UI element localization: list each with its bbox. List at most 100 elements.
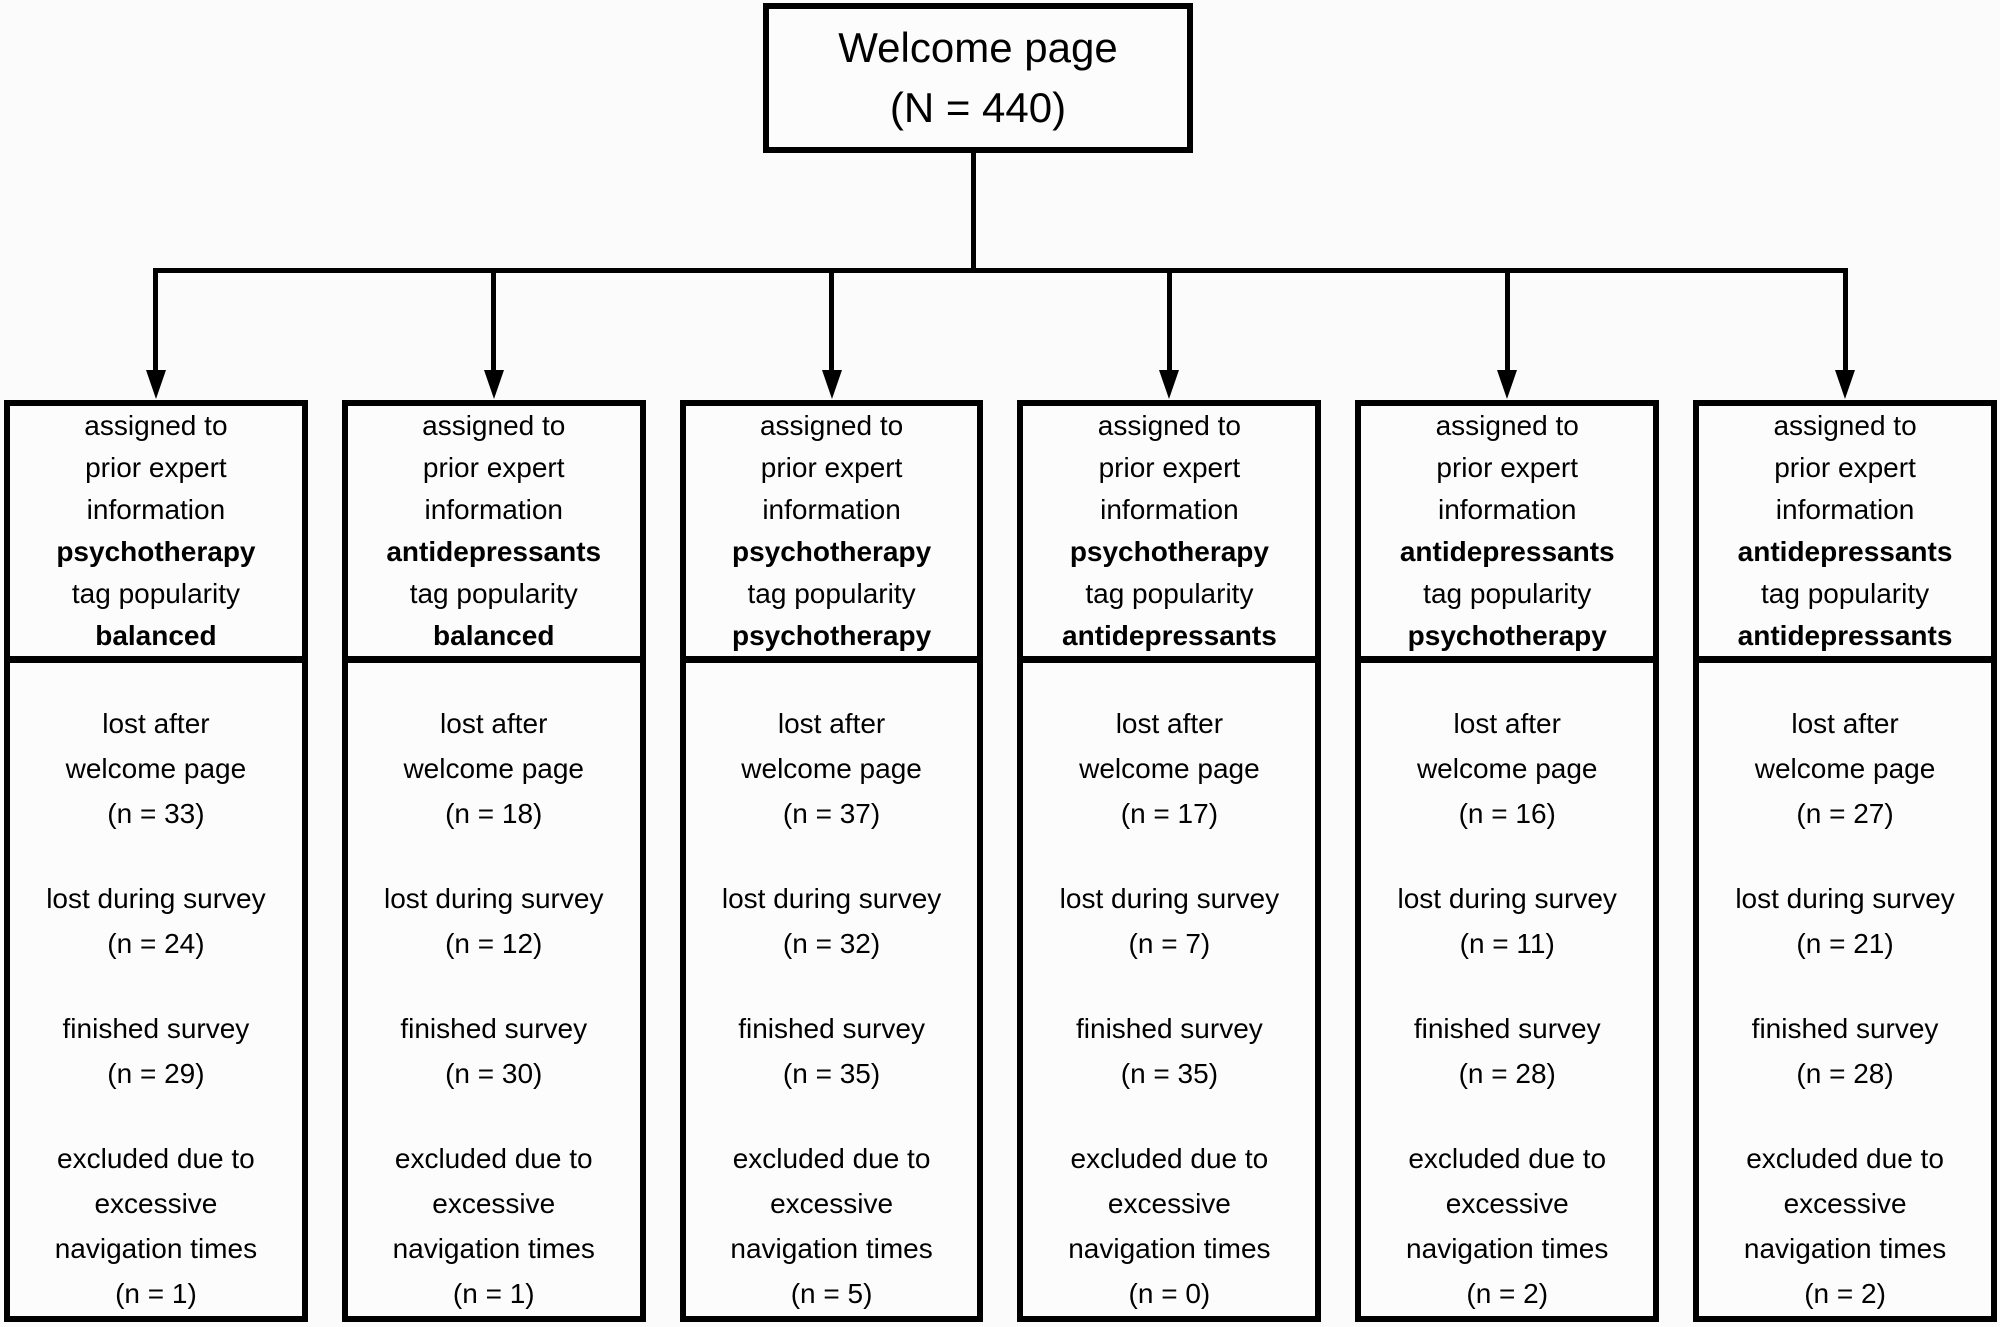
outcome-group: lost during survey (n = 24)	[10, 876, 302, 966]
outcome-group: lost during survey(n = 7)	[1023, 876, 1315, 966]
outcome-group: finished survey(n = 28)	[1361, 1006, 1653, 1096]
assignment-line: prior expert	[85, 452, 227, 483]
outcome-label-line: lost during survey	[46, 883, 266, 914]
outcome-label-line: finished survey	[1751, 1013, 1939, 1044]
branch-drop-line	[153, 268, 159, 372]
outcome-label-line: excessive	[94, 1188, 218, 1219]
outcome-label-line: finished survey	[1076, 1013, 1263, 1044]
outcome-count: (n = 0)	[1128, 1278, 1211, 1309]
tag-popularity-value: balanced	[95, 620, 217, 651]
outcome-label-line: finished survey	[738, 1013, 925, 1044]
welcome-count: (N = 440)	[889, 84, 1067, 131]
branch-drop-line	[829, 268, 835, 372]
outcome-label-line: excluded due to	[1746, 1143, 1944, 1174]
assignment-line: information	[86, 494, 226, 525]
branch-drop-line	[1842, 268, 1848, 372]
outcome-label-line: lost during survey	[1397, 883, 1617, 914]
outcome-count: (n = 24)	[107, 928, 205, 959]
outcome-count: (n = 28)	[1796, 1058, 1894, 1089]
assignment-line: assigned to	[1435, 410, 1579, 441]
arrow-down-icon	[483, 370, 504, 399]
outcome-count: (n = 2)	[1804, 1278, 1886, 1309]
outcome-label-line: finished survey	[1413, 1013, 1601, 1044]
assignment-line: information	[1437, 494, 1577, 525]
outcome-count: (n = 11)	[1459, 928, 1555, 959]
assignment-line: information	[762, 494, 901, 525]
outcome-group: finished survey (n = 28)	[1699, 1006, 1991, 1096]
outcome-label-line: navigation times	[392, 1233, 595, 1264]
outcome-label-line: excessive	[1445, 1188, 1569, 1219]
welcome-title: Welcome page	[838, 24, 1118, 71]
outcome-label-line: excluded due to	[394, 1143, 593, 1174]
outcome-label-line: excluded due to	[732, 1143, 931, 1174]
outcome-count: (n = 2)	[1466, 1278, 1549, 1309]
outcome-label-line: lost after	[1791, 708, 1899, 739]
branch-line	[153, 268, 1848, 273]
outcome-label-line: lost during survey	[1735, 883, 1955, 914]
tag-popularity-label: tag popularity	[1761, 578, 1930, 609]
expert-information-value: antidepressants	[1399, 536, 1615, 567]
outcome-count: (n = 7)	[1128, 928, 1211, 959]
tag-popularity-label: tag popularity	[1085, 578, 1254, 609]
outcome-group: finished survey (n = 30)	[348, 1006, 640, 1096]
outcome-label-line: excessive	[1783, 1188, 1907, 1219]
outcome-count: (n = 37)	[782, 798, 881, 829]
outcome-label-line: excessive	[432, 1188, 556, 1219]
outcome-label-line: finished survey	[62, 1013, 250, 1044]
branch-drop-line	[1504, 268, 1510, 372]
outcome-label-line: navigation times	[1068, 1233, 1271, 1264]
welcome-box: Welcome page (N = 440)	[763, 3, 1193, 153]
columns-row: assigned to prior expert information psycho…	[4, 400, 1997, 1322]
outcome-count: (n = 30)	[445, 1058, 543, 1089]
outcome-label-line: lost after	[440, 708, 548, 739]
tag-popularity-label: tag popularity	[409, 578, 578, 609]
outcome-group: finished survey(n = 35)	[1023, 1006, 1315, 1096]
assignment-line: prior expert	[760, 452, 903, 483]
assignment-line: prior expert	[1098, 452, 1241, 483]
assignment-line: assigned to	[1773, 410, 1917, 441]
outcome-label-line: navigation times	[1743, 1233, 1947, 1264]
arrow-down-icon	[1497, 370, 1518, 399]
outcome-label-line: excluded due to	[1408, 1143, 1607, 1174]
outcome-label-line: excessive	[1107, 1188, 1231, 1219]
outcome-label-line: lost after	[102, 708, 210, 739]
outcome-label-line: welcome page	[65, 753, 247, 784]
assignment-line: information	[1100, 494, 1239, 525]
outcome-count: (n = 21)	[1796, 928, 1894, 959]
outcome-label-line: finished survey	[400, 1013, 588, 1044]
outcome-count: (n = 35)	[782, 1058, 881, 1089]
arrow-down-icon	[145, 370, 166, 399]
stem-line	[971, 150, 976, 271]
outcome-label-line: navigation times	[1406, 1233, 1609, 1264]
expert-information-value: antidepressants	[1737, 536, 1953, 567]
assignment-line: prior expert	[422, 452, 565, 483]
tag-popularity-value: psychotherapy	[1407, 620, 1607, 651]
outcome-label-line: excessive	[770, 1188, 894, 1219]
outcome-label-line: excluded due to	[1070, 1143, 1269, 1174]
outcome-label-line: welcome page	[403, 753, 585, 784]
assignment-line: assigned to	[84, 410, 228, 441]
expert-information-value: psychotherapy	[1069, 536, 1269, 567]
outcome-group: finished survey (n = 35)	[686, 1006, 978, 1096]
outcome-label-line: lost after	[1115, 708, 1224, 739]
tag-popularity-value: antidepressants	[1062, 620, 1277, 651]
outcome-group: finished survey(n = 29)	[10, 1006, 302, 1096]
